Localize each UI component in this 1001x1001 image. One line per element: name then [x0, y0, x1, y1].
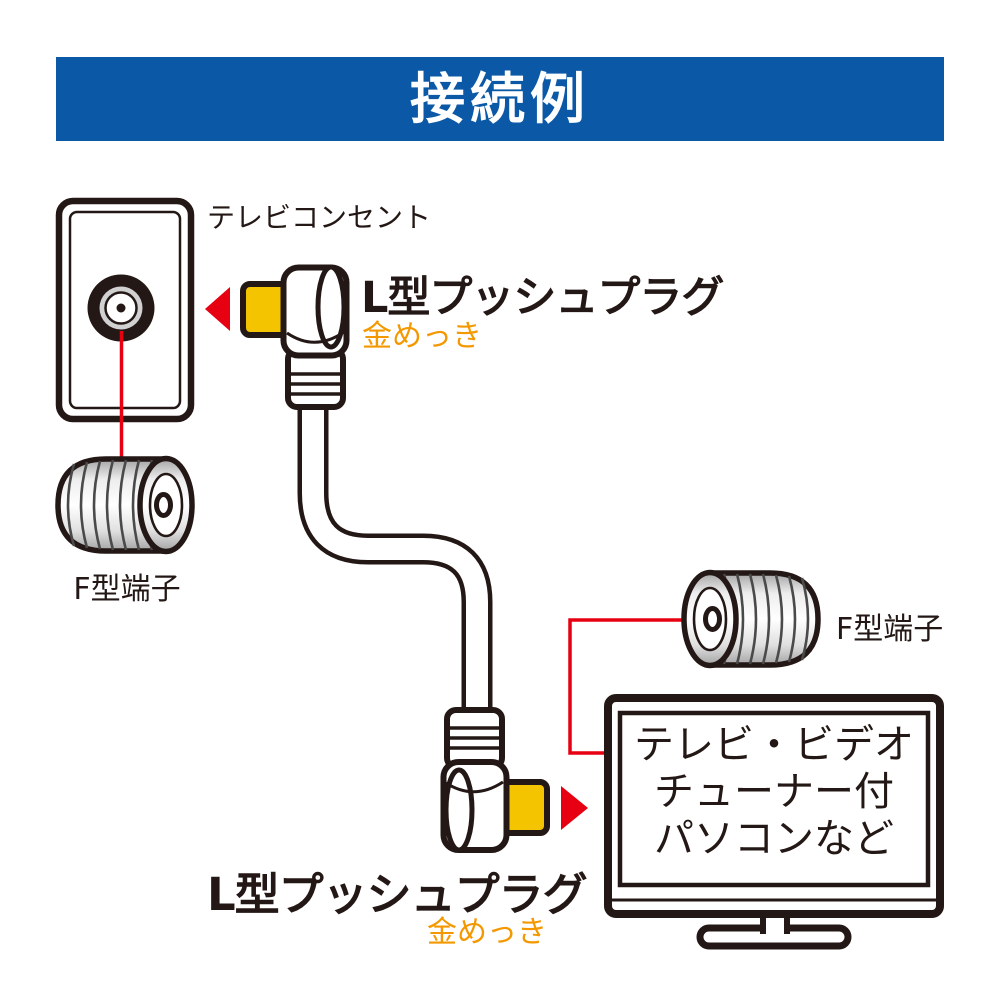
f-terminal-right	[684, 573, 818, 666]
f-terminal-right-label: F型端子	[836, 612, 944, 647]
header-bar: 接続例	[56, 57, 944, 141]
tv-outlet-label: テレビコンセント	[207, 201, 432, 234]
tv-screen-line-1: テレビ・ビデオ	[634, 722, 914, 768]
tv-screen-text: テレビ・ビデオ チューナー付 パソコンなど	[620, 722, 928, 863]
tv-screen-line-2: チューナー付	[654, 769, 894, 815]
tv-screen	[617, 710, 931, 888]
l-plug-top	[240, 264, 350, 410]
tv-wall-outlet	[55, 197, 195, 423]
l-plug-bottom	[440, 707, 550, 853]
tv-device	[604, 694, 944, 950]
top-plug-label: L型プッシュプラグ	[361, 273, 724, 323]
bottom-plug-label: L型プッシュプラグ	[207, 868, 588, 921]
coax-port	[87, 274, 155, 342]
red-arrow-left-icon	[205, 287, 230, 331]
tv-screen-line-3: パソコンなど	[654, 816, 894, 862]
red-connection-line-right	[568, 618, 700, 755]
page-title: 接続例	[409, 66, 590, 131]
coax-cable	[297, 393, 493, 716]
red-arrow-right-icon	[561, 786, 588, 830]
bottom-plug-sublabel: 金めっき	[427, 915, 547, 950]
f-terminal-left-label: F型端子	[73, 572, 181, 607]
top-plug-sublabel: 金めっき	[362, 319, 482, 354]
f-terminal-left	[58, 459, 192, 552]
